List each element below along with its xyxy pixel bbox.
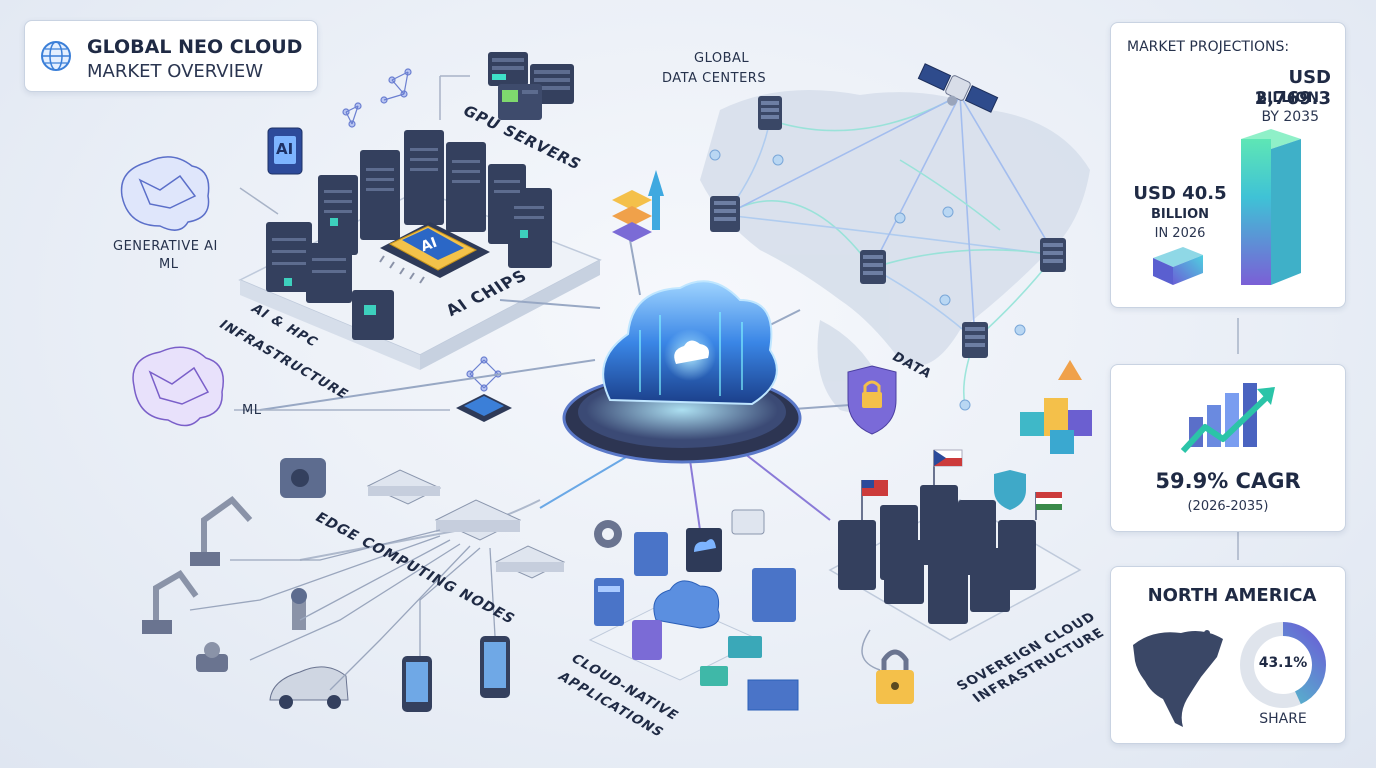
label-global-dc-line2: DATA CENTERS	[662, 71, 767, 86]
app-window-icon-5	[752, 568, 796, 622]
market-projections-card: MARKET PROJECTIONS: USD 2,769.3 BILLION …	[1110, 22, 1346, 308]
edge-devices	[142, 458, 566, 712]
stacked-data-icon	[612, 170, 664, 242]
cloud-apps-icon	[653, 580, 720, 629]
cagr-card: 59.9% CAGR (2026-2035)	[1110, 364, 1346, 532]
drone-icon	[196, 642, 228, 672]
app-window-icon-3	[686, 528, 722, 572]
cloud-hub	[562, 280, 802, 464]
ai-badge-icon	[267, 127, 303, 175]
app-window-icon-4	[731, 509, 765, 535]
projection-high-unit: BILLION	[1256, 90, 1319, 106]
cagr-period: (2026-2035)	[1187, 499, 1269, 514]
north-america-map-icon	[1133, 630, 1223, 727]
region-card: NORTH AMERICA 43.1% SHARE	[1110, 566, 1346, 744]
network-nodes	[709, 149, 1026, 411]
shield-lock-icon	[847, 365, 897, 435]
projection-bar-2026	[1153, 247, 1203, 285]
flag-usa-icon	[861, 480, 888, 520]
gear-icon	[594, 520, 622, 548]
label-ml-top: ML	[159, 257, 179, 272]
globe-icon	[41, 41, 71, 71]
ai-chip-icon	[379, 222, 490, 284]
app-window-icon-1	[594, 578, 624, 626]
camera-icon	[280, 458, 326, 498]
padlock-icon	[876, 649, 914, 704]
flag-czech-icon	[933, 449, 963, 485]
cloud-native-apps	[588, 509, 799, 711]
robot-arm-icon-2	[153, 570, 199, 626]
neural-network-icons	[342, 68, 502, 392]
growth-chart-icon	[1180, 383, 1275, 454]
processor-chip-icon	[456, 394, 512, 422]
share-donut-arc	[1240, 622, 1326, 708]
microservice-icon	[632, 620, 662, 660]
satellite-icon	[917, 63, 999, 113]
projection-low-value: USD 40.5	[1133, 183, 1227, 204]
robot-arm-icon-1	[201, 496, 253, 560]
ai-badge-text: AI	[276, 140, 294, 158]
smartphone-icon-1	[402, 656, 432, 712]
cagr-value: 59.9% CAGR	[1155, 469, 1301, 493]
projection-bar-2035	[1241, 129, 1301, 285]
flag-hungary-icon	[1035, 492, 1062, 520]
datacenter-node-servers	[710, 96, 1066, 358]
brain-icon-middle	[132, 346, 224, 427]
projection-low-unit: BILLION	[1150, 207, 1210, 222]
app-window-icon-2	[634, 532, 668, 576]
shield-icon-sovereign	[994, 470, 1026, 510]
module-icon-2	[728, 636, 762, 658]
module-icon-1	[700, 666, 728, 686]
projection-high-year: BY 2035	[1261, 109, 1319, 125]
gpu-server-icons	[488, 52, 574, 120]
brain-icon-top	[120, 156, 210, 231]
edge-links	[189, 529, 496, 691]
label-ml-middle: ML	[242, 403, 262, 418]
share-donut-chart	[1240, 622, 1326, 708]
label-global-dc-line1: GLOBAL	[694, 51, 750, 66]
projections-heading: MARKET PROJECTIONS:	[1127, 39, 1290, 55]
region-share-value: 43.1%	[1258, 655, 1308, 671]
page-subtitle: MARKET OVERVIEW	[87, 61, 264, 82]
smartphone-icon-2	[480, 636, 510, 698]
label-generative-ai: GENERATIVE AI	[113, 239, 218, 254]
projection-bars	[1153, 129, 1301, 285]
router-icon-1	[366, 469, 442, 505]
data-cubes-icon	[1020, 360, 1092, 454]
router-icon-3	[494, 545, 566, 579]
region-name: NORTH AMERICA	[1147, 585, 1317, 606]
car-icon	[269, 666, 349, 709]
container-icon	[747, 679, 799, 711]
sensor-tower-icon	[291, 588, 307, 630]
projection-low-year: IN 2026	[1154, 226, 1206, 241]
sovereign-cloud-platform	[828, 449, 1082, 704]
page-title: GLOBAL NEO CLOUD	[87, 36, 303, 58]
title-card: GLOBAL NEO CLOUD MARKET OVERVIEW	[24, 20, 318, 92]
region-share-label: SHARE	[1259, 711, 1307, 727]
projection-high-value: USD 2,769.3	[1254, 67, 1331, 109]
ai-hpc-platform	[238, 130, 602, 370]
router-icon-2	[434, 499, 522, 541]
